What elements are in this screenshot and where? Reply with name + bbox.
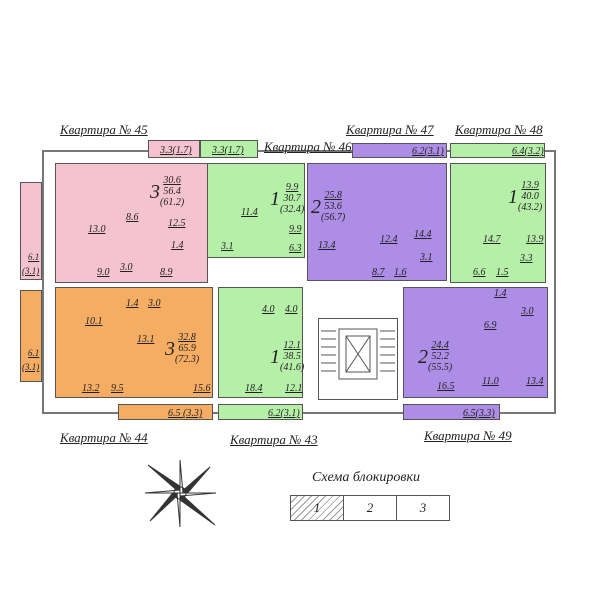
room-area: 8.6 [126, 212, 139, 223]
apartment-45-loggia [20, 182, 42, 280]
room-area: 12.5 [168, 218, 186, 229]
room-area: 15.6 [193, 383, 211, 394]
room-area: 13.9 [526, 234, 544, 245]
room-area: 6.3 [289, 243, 302, 254]
room-area: 13.2 [82, 383, 100, 394]
loggia-area: 6.1 [28, 252, 40, 262]
apartment-49-balcony [403, 404, 500, 420]
room-area: 3.0 [521, 306, 534, 317]
balcony-area: 6.5(3.3) [463, 408, 495, 419]
apartment-44-loggia [20, 290, 42, 382]
block-section-1-label: 1 [313, 500, 321, 515]
room-area: 1.4 [171, 240, 184, 251]
block-section-2[interactable]: 2 [344, 496, 397, 520]
block-section-2-label: 2 [366, 500, 374, 515]
apartment-47-label: Квартира № 47 [346, 122, 434, 137]
apartment-46-label: Квартира № 46 [264, 139, 352, 154]
room-area: 4.0 [285, 304, 298, 315]
apartment-45-label: Квартира № 45 [60, 122, 148, 137]
room-area: 1.6 [394, 267, 407, 278]
room-area: 4.0 [262, 304, 275, 315]
room-area: 18.4 [245, 383, 263, 394]
block-scheme: 1 2 3 [290, 495, 450, 521]
balcony-area: 6.4(3.2) [512, 146, 544, 157]
apartment-48-label: Квартира № 48 [455, 122, 543, 137]
loggia-area: (3.1) [22, 362, 40, 372]
room-area: 16.5 [437, 381, 455, 392]
apartment-49[interactable] [403, 287, 548, 398]
room-area: 13.1 [137, 334, 155, 345]
apartment-48[interactable] [450, 163, 546, 283]
balcony-area: 6.5 (3.3) [168, 408, 203, 419]
apartment-45-balcony [148, 140, 200, 158]
apartment-44[interactable] [55, 287, 213, 398]
room-area: 12.1 [285, 383, 303, 394]
room-area: 10.1 [85, 316, 103, 327]
room-area: 3.1 [221, 241, 234, 252]
room-area: 9.0 [97, 267, 110, 278]
room-area: 12.4 [380, 234, 398, 245]
balcony-area: 3.3(1.7) [160, 145, 192, 156]
apartment-43[interactable] [218, 287, 303, 398]
apartment-49-label: Квартира № 49 [424, 428, 512, 443]
room-area: 13.4 [318, 240, 336, 251]
room-area: 14.7 [483, 234, 501, 245]
apartment-46[interactable] [207, 163, 305, 258]
block-section-3[interactable]: 3 [397, 496, 449, 520]
block-section-1[interactable]: 1 [291, 496, 344, 520]
balcony-area: 6.2(3.1) [412, 146, 444, 157]
apartment-43-balcony [218, 404, 303, 420]
room-area: 1.4 [494, 288, 507, 299]
room-area: 14.4 [414, 229, 432, 240]
room-area: 3.1 [420, 252, 433, 263]
loggia-area: (3.1) [22, 266, 40, 276]
loggia-area: 6.1 [28, 348, 40, 358]
room-area: 1.4 [126, 298, 139, 309]
room-area: 1.5 [496, 267, 509, 278]
room-area: 9.5 [111, 383, 124, 394]
room-area: 11.0 [482, 376, 499, 387]
room-area: 3.0 [148, 298, 161, 309]
room-area: 9.9 [289, 224, 302, 235]
apartment-47[interactable] [307, 163, 447, 281]
apartment-44-label: Квартира № 44 [60, 430, 148, 445]
apartment-43-label: Квартира № 43 [230, 432, 318, 447]
block-section-3-label: 3 [419, 500, 427, 515]
room-area: 6.6 [473, 267, 486, 278]
room-area: 13.0 [88, 224, 106, 235]
room-area: 6.9 [484, 320, 497, 331]
room-area: 11.4 [241, 207, 258, 218]
balcony-area: 3.3(1.7) [212, 145, 244, 156]
room-area: 3.3 [520, 253, 533, 264]
apartment-44-balcony [118, 404, 213, 420]
apartment-48-balcony [450, 143, 545, 158]
compass-rose-icon [144, 459, 217, 528]
room-area: 3.0 [120, 262, 133, 273]
balcony-area: 6.2(3.1) [268, 408, 300, 419]
apartment-47-balcony [352, 143, 447, 158]
room-area: 13.4 [526, 376, 544, 387]
room-area: 8.7 [372, 267, 385, 278]
legend-title: Схема блокировки [312, 470, 420, 485]
room-area: 8.9 [160, 267, 173, 278]
apartment-46-balcony [200, 140, 258, 158]
stairwell-elevator [318, 318, 398, 400]
apartment-45[interactable] [55, 163, 208, 283]
